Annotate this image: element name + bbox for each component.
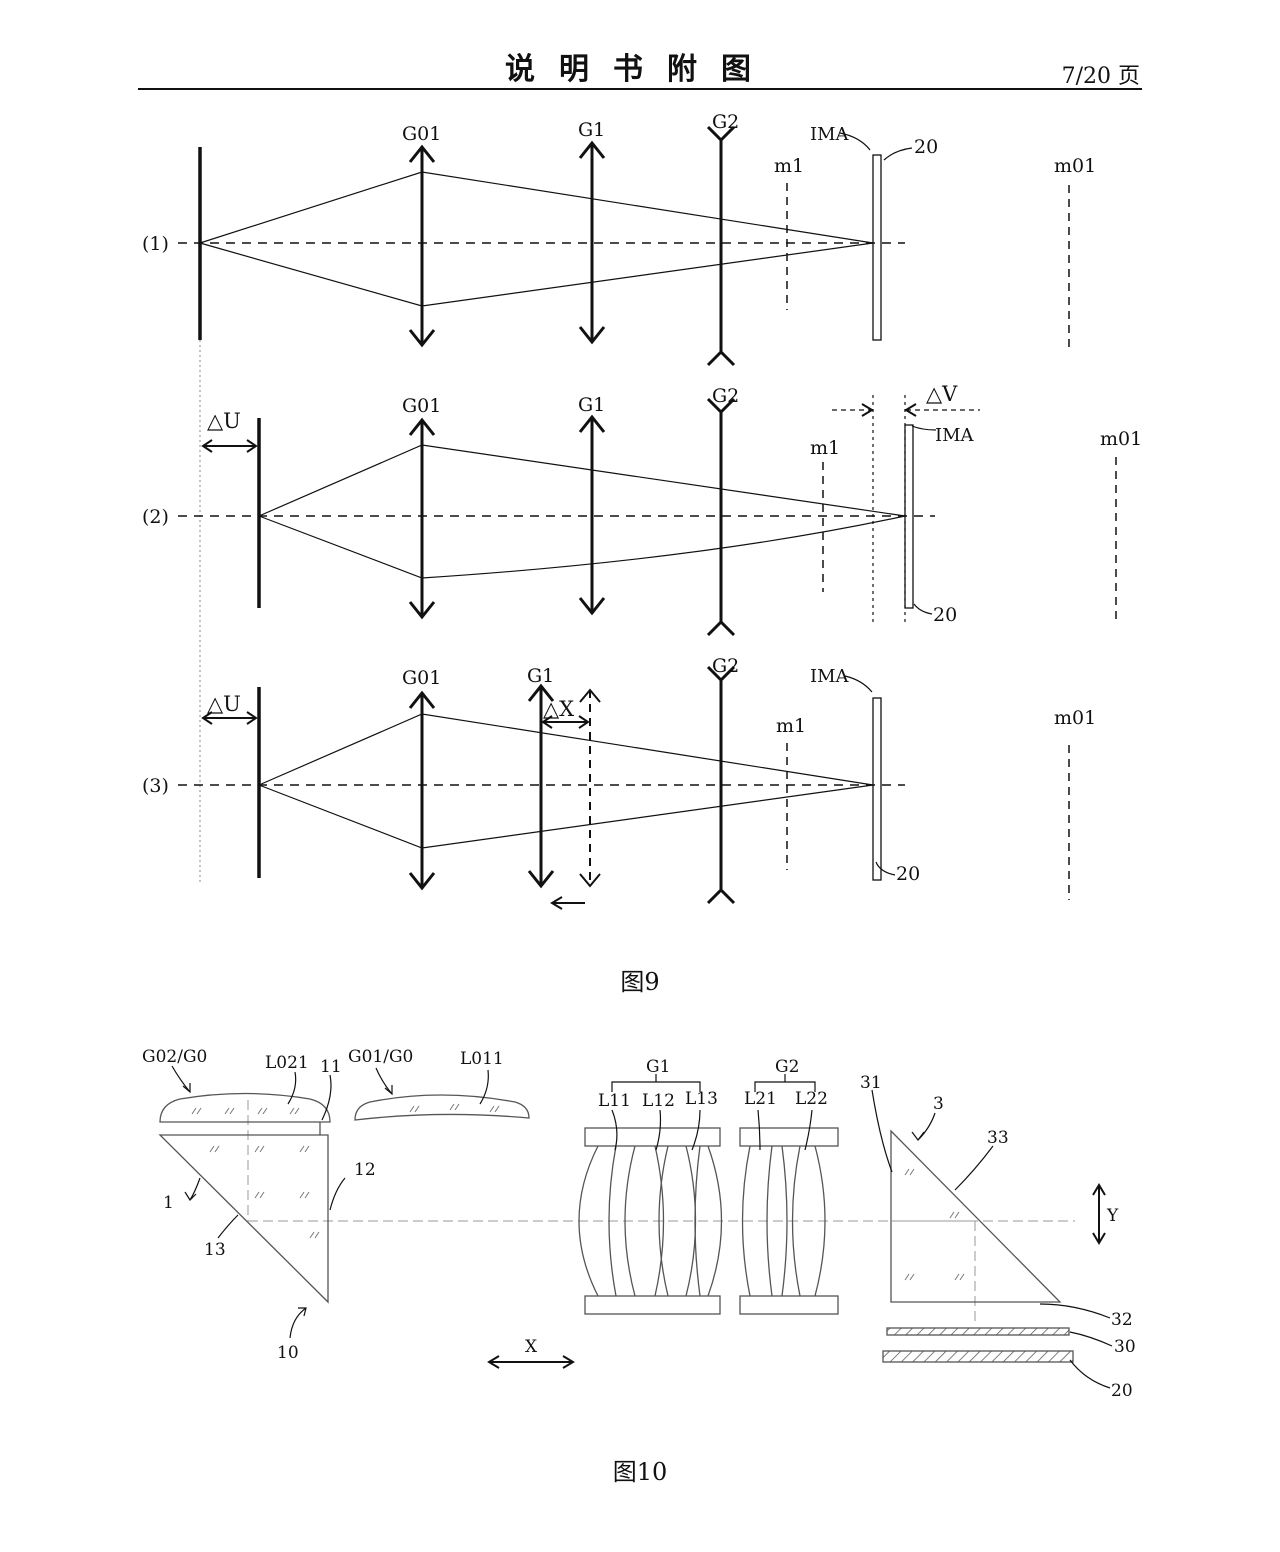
- row-label-1: (1): [142, 233, 169, 255]
- ray-lower: [199, 242, 874, 307]
- glass-marks: [191, 1103, 965, 1281]
- lens-group-g1: [578, 1127, 723, 1315]
- label-l011: L011: [460, 1049, 504, 1069]
- label-20: 20: [933, 604, 957, 626]
- label-y: Y: [1106, 1206, 1119, 1226]
- label-ima: IMA: [810, 124, 850, 145]
- row-label-3: (3): [142, 775, 169, 797]
- prism-3: [882, 1129, 1074, 1363]
- label-delta-v: △V: [926, 382, 958, 406]
- label-m01: m01: [1100, 428, 1142, 450]
- row-label-2: (2): [142, 506, 169, 528]
- label-m01: m01: [1054, 707, 1096, 729]
- label-g01: G01: [402, 667, 441, 689]
- lens-l021: [159, 1092, 331, 1123]
- label-l21: L21: [744, 1089, 777, 1109]
- label-20: 20: [1111, 1381, 1133, 1401]
- label-3: 3: [933, 1094, 944, 1114]
- label-ima: IMA: [935, 425, 975, 446]
- label-l11: L11: [598, 1091, 631, 1111]
- sensor-20: [872, 697, 882, 881]
- ray-upper: [258, 713, 874, 786]
- label-13: 13: [204, 1240, 226, 1260]
- lens-l011: [354, 1094, 530, 1121]
- label-g1: G1: [578, 119, 605, 141]
- header-rule: [138, 88, 1142, 90]
- label-g01-g0: G01/G0: [348, 1047, 413, 1067]
- label-m01: m01: [1054, 155, 1096, 177]
- label-20: 20: [896, 863, 920, 885]
- fig9-row-3: [178, 665, 1070, 910]
- label-g02-g0: G02/G0: [142, 1047, 207, 1067]
- fig9-row-1: [178, 125, 1070, 367]
- label-11: 11: [320, 1057, 342, 1077]
- label-ima: IMA: [810, 666, 850, 687]
- label-g01: G01: [402, 395, 441, 417]
- label-x: X: [525, 1337, 538, 1357]
- label-m1: m1: [774, 155, 804, 177]
- label-l12: L12: [642, 1091, 675, 1111]
- ray-upper: [258, 444, 906, 517]
- label-30: 30: [1114, 1337, 1136, 1357]
- label-m1: m1: [810, 437, 840, 459]
- ray-lower: [258, 784, 874, 849]
- label-32: 32: [1111, 1310, 1133, 1330]
- label-g2: G2: [712, 111, 739, 133]
- label-g2: G2: [712, 385, 739, 407]
- ray-lower: [258, 515, 906, 579]
- label-31: 31: [860, 1073, 882, 1093]
- label-l13: L13: [685, 1089, 718, 1109]
- label-delta-x: △X: [543, 697, 574, 721]
- fig10-caption: 图10: [612, 1458, 668, 1486]
- label-delta-u: △U: [207, 692, 241, 716]
- page-header-title: 说明书附图: [505, 52, 775, 87]
- label-g1: G1: [578, 394, 605, 416]
- fig9: [178, 125, 1117, 910]
- label-g1: G1: [527, 665, 554, 687]
- label-20: 20: [914, 136, 938, 158]
- label-l22: L22: [795, 1089, 828, 1109]
- prism-body: [158, 1134, 329, 1304]
- lens-group-g2: [739, 1127, 839, 1315]
- label-g1: G1: [646, 1057, 670, 1077]
- ray-upper: [199, 171, 874, 244]
- label-l021: L021: [265, 1053, 309, 1073]
- label-1: 1: [163, 1193, 174, 1213]
- label-g01: G01: [402, 123, 441, 145]
- sensor-20: [882, 1350, 1074, 1363]
- fig9-row-2: [178, 395, 1117, 637]
- label-g2: G2: [712, 655, 739, 677]
- label-12: 12: [354, 1160, 376, 1180]
- prism-10: [158, 1092, 331, 1304]
- filter-30: [886, 1327, 1070, 1336]
- page-number: 7/20 页: [1061, 64, 1140, 89]
- sensor-20: [872, 154, 882, 341]
- label-delta-u: △U: [207, 409, 241, 433]
- fig9-caption: 图9: [620, 968, 660, 996]
- fig10: [158, 1065, 1113, 1389]
- label-g2: G2: [775, 1057, 799, 1077]
- label-33: 33: [987, 1128, 1009, 1148]
- prism-body: [890, 1129, 1062, 1303]
- label-10: 10: [277, 1343, 299, 1363]
- label-m1: m1: [776, 715, 806, 737]
